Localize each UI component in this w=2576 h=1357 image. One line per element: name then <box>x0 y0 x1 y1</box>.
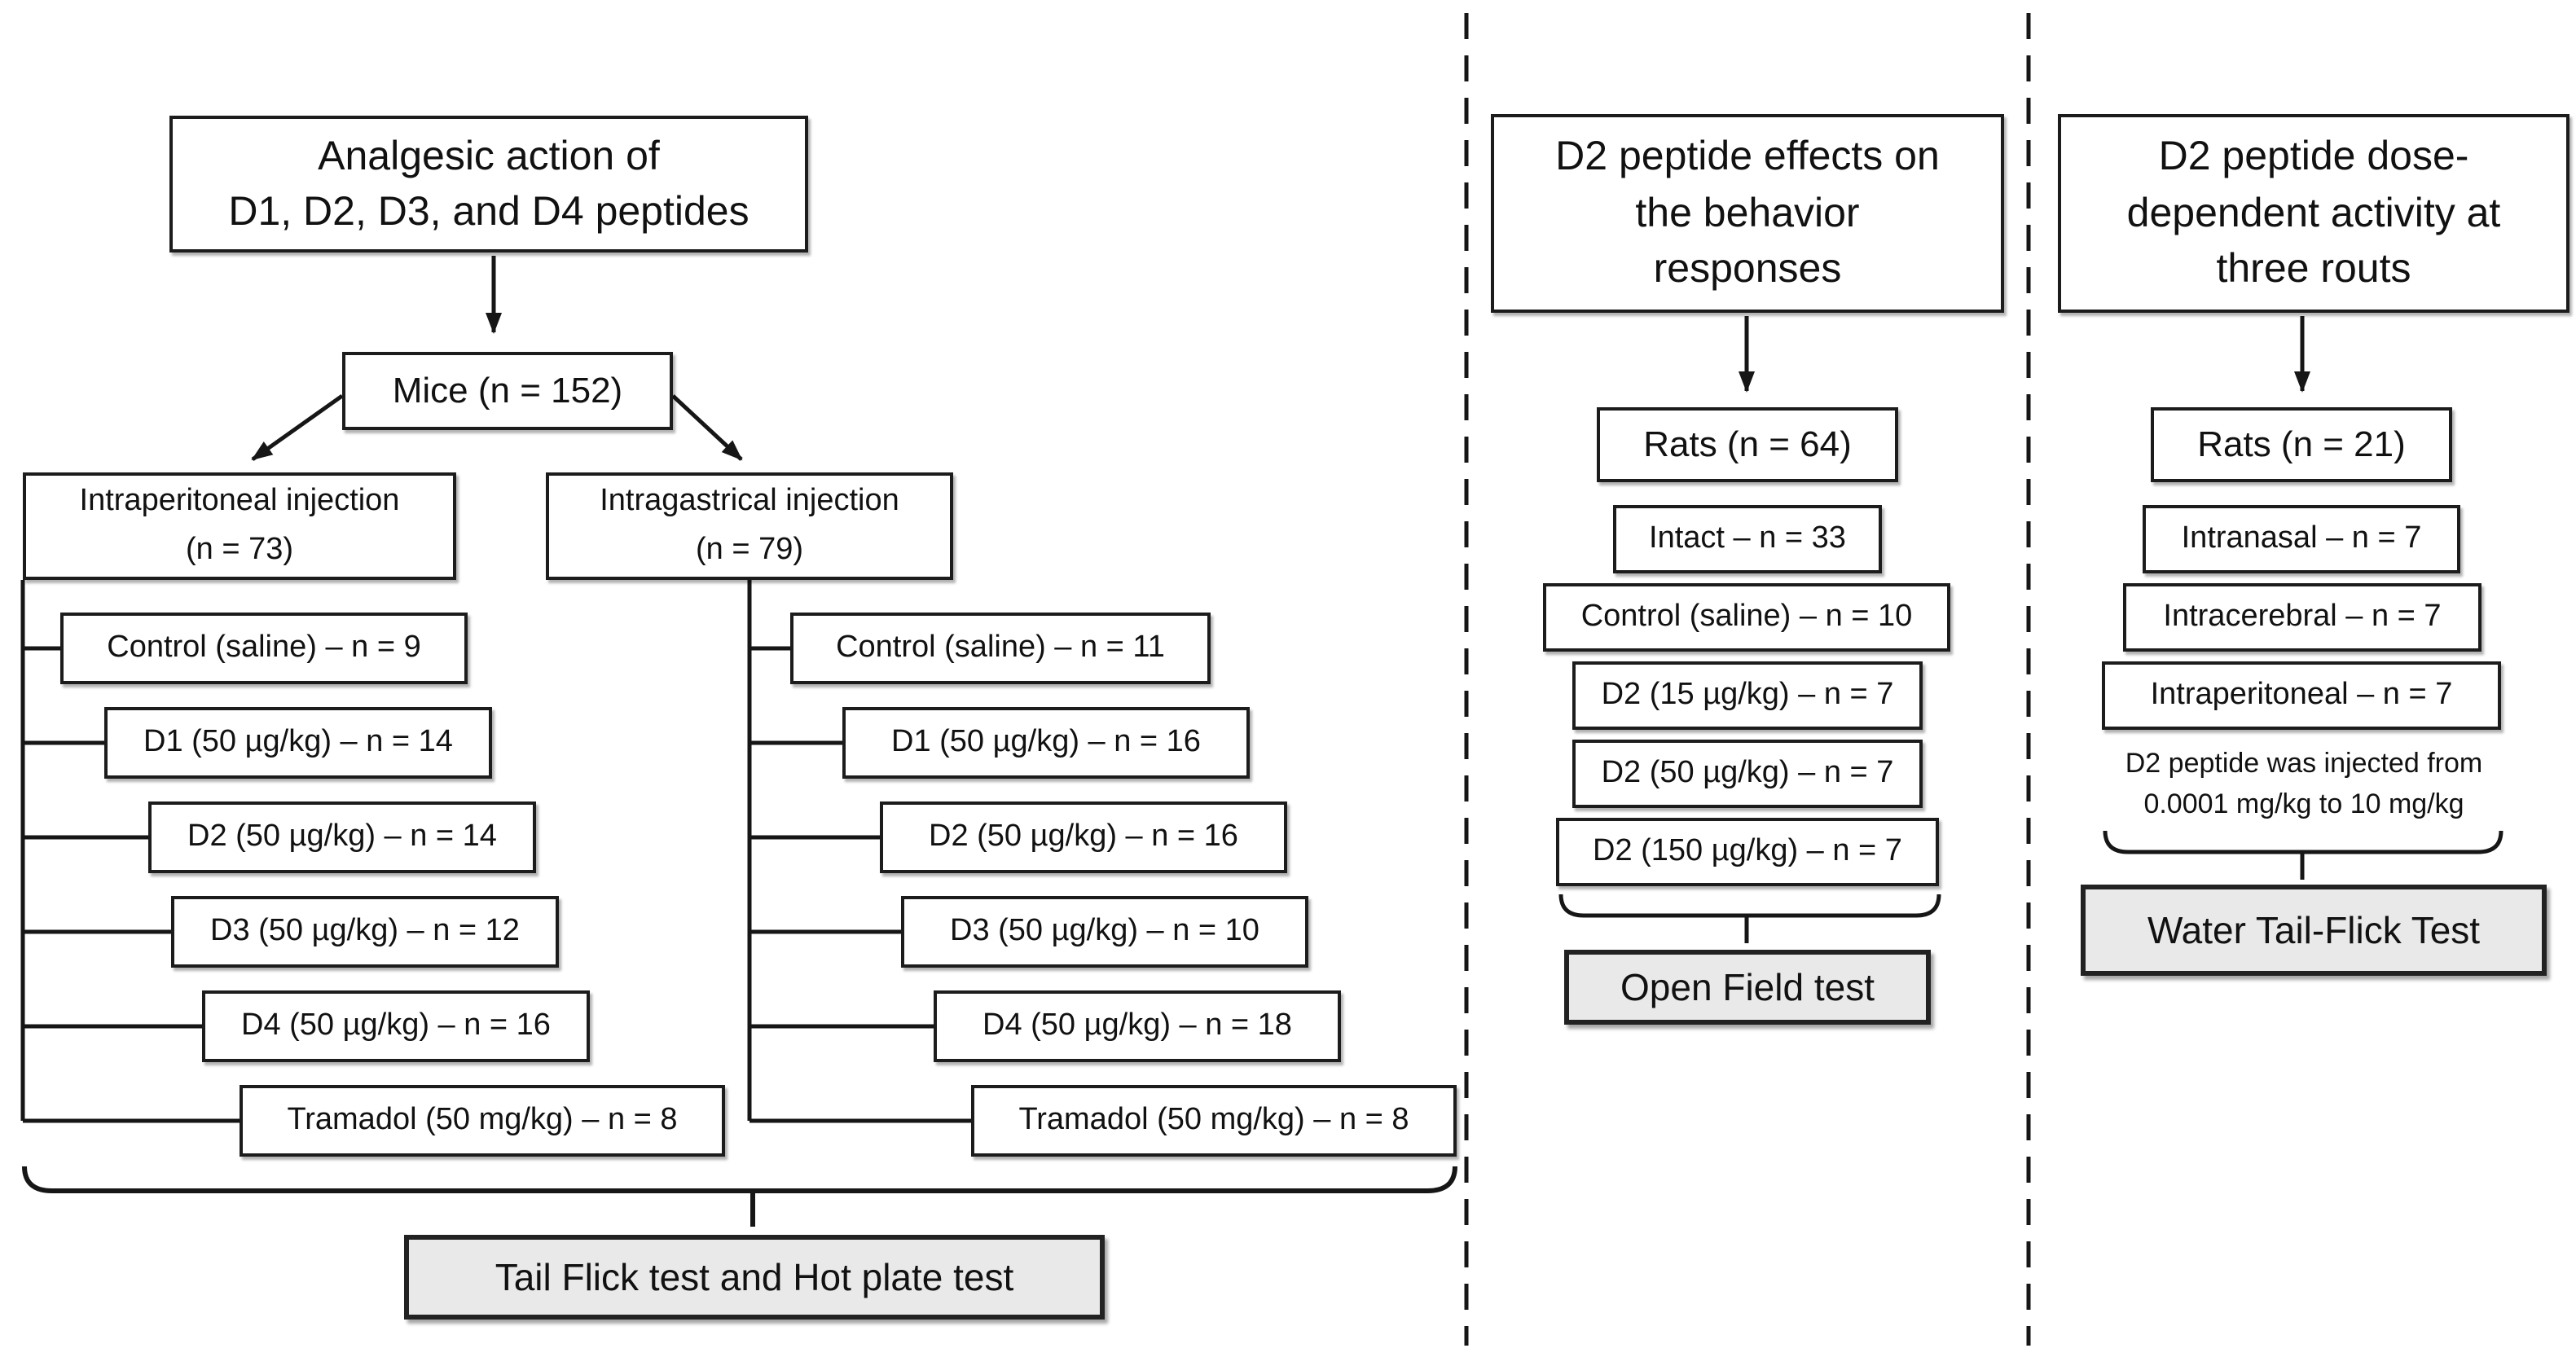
intraperitoneal-branch-box: Intraperitoneal injection (n = 73) <box>23 472 456 580</box>
group-box-ip-d1: D1 (50 µg/kg) – n = 14 <box>104 707 492 779</box>
group-label: Intracerebral – n = 7 <box>2163 599 2442 634</box>
right-title-line1: D2 peptide dose- <box>2158 134 2469 180</box>
tail-flick-hot-plate-outcome-box: Tail Flick test and Hot plate test <box>404 1235 1105 1320</box>
group-box-d2-15: D2 (15 µg/kg) – n = 7 <box>1572 661 1923 730</box>
water-tail-flick-outcome-box: Water Tail-Flick Test <box>2081 885 2547 976</box>
group-box-ig-d3: D3 (50 µg/kg) – n = 10 <box>901 896 1308 968</box>
rats21-population-box: Rats (n = 21) <box>2151 407 2452 482</box>
intraperitoneal-branch-line1: Intraperitoneal injection <box>79 483 400 518</box>
left-study-title-line2: D1, D2, D3, and D4 peptides <box>228 189 750 235</box>
group-label: Intact – n = 33 <box>1649 521 1846 556</box>
group-box-ig-d2: D2 (50 µg/kg) – n = 16 <box>880 801 1287 873</box>
tree-connector-intraperitoneal <box>20 580 240 1123</box>
brace-mice-groups <box>22 1166 1457 1227</box>
right-title-line2: dependent activity at <box>2126 190 2501 236</box>
group-label: Tramadol (50 mg/kg) – n = 8 <box>1018 1103 1409 1137</box>
dose-range-note: D2 peptide was injected from 0.0001 mg/k… <box>2082 744 2525 825</box>
dose-range-note-line1: D2 peptide was injected from <box>2125 748 2483 779</box>
group-box-intracerebral: Intracerebral – n = 7 <box>2123 583 2481 652</box>
dose-range-note-line2: 0.0001 mg/kg to 10 mg/kg <box>2143 788 2464 819</box>
group-label: D1 (50 µg/kg) – n = 14 <box>143 725 453 759</box>
group-box-intact: Intact – n = 33 <box>1613 505 1882 573</box>
intragastrical-branch-line1: Intragastrical injection <box>600 483 899 518</box>
group-box-intranasal: Intranasal – n = 7 <box>2143 505 2460 573</box>
group-label: D1 (50 µg/kg) – n = 16 <box>891 725 1201 759</box>
group-label: D3 (50 µg/kg) – n = 12 <box>210 914 520 948</box>
middle-title-line1: D2 peptide effects on <box>1555 134 1940 180</box>
group-box-mid-control: Control (saline) – n = 10 <box>1543 583 1950 652</box>
group-label: D2 (150 µg/kg) – n = 7 <box>1593 834 1902 868</box>
arrow-mice-to-intragastrical <box>671 394 743 461</box>
group-box-intraperitoneal-route: Intraperitoneal – n = 7 <box>2102 661 2501 730</box>
group-box-d2-150: D2 (150 µg/kg) – n = 7 <box>1556 818 1939 886</box>
group-label: Intranasal – n = 7 <box>2181 521 2422 556</box>
mice-population-label: Mice (n = 152) <box>392 370 623 411</box>
group-box-ig-control: Control (saline) – n = 11 <box>790 613 1211 684</box>
right-title-line3: three routs <box>2216 246 2411 292</box>
right-study-title-box: D2 peptide dose- dependent activity at t… <box>2058 114 2569 313</box>
arrow-mice-to-intraperitoneal <box>251 393 344 462</box>
group-label: D2 (50 µg/kg) – n = 14 <box>187 819 497 854</box>
left-study-title-box: Analgesic action of D1, D2, D3, and D4 p… <box>169 116 808 253</box>
rats64-label: Rats (n = 64) <box>1643 424 1852 464</box>
group-box-ig-tramadol: Tramadol (50 mg/kg) – n = 8 <box>971 1085 1457 1157</box>
group-label: D3 (50 µg/kg) – n = 10 <box>950 914 1259 948</box>
mice-population-box: Mice (n = 152) <box>342 352 673 430</box>
group-label: D2 (50 µg/kg) – n = 7 <box>1601 756 1894 790</box>
group-label: D2 (15 µg/kg) – n = 7 <box>1601 678 1894 712</box>
rats64-population-box: Rats (n = 64) <box>1597 407 1898 482</box>
group-label: D4 (50 µg/kg) – n = 18 <box>982 1008 1292 1043</box>
group-label: D4 (50 µg/kg) – n = 16 <box>241 1008 551 1043</box>
outcome-label: Tail Flick test and Hot plate test <box>495 1255 1014 1298</box>
group-box-ig-d1: D1 (50 µg/kg) – n = 16 <box>842 707 1250 779</box>
group-box-ip-d4: D4 (50 µg/kg) – n = 16 <box>202 990 590 1062</box>
group-box-ip-d3: D3 (50 µg/kg) – n = 12 <box>171 896 559 968</box>
left-study-title-line1: Analgesic action of <box>318 133 660 178</box>
outcome-label: Open Field test <box>1620 965 1875 1008</box>
group-label: Tramadol (50 mg/kg) – n = 8 <box>287 1103 678 1137</box>
open-field-outcome-box: Open Field test <box>1564 950 1931 1025</box>
group-label: D2 (50 µg/kg) – n = 16 <box>929 819 1238 854</box>
rats21-label: Rats (n = 21) <box>2197 424 2406 464</box>
middle-study-title-box: D2 peptide effects on the behavior respo… <box>1491 114 2004 313</box>
brace-rat-route-groups <box>2103 830 2503 880</box>
group-label: Intraperitoneal – n = 7 <box>2150 678 2453 712</box>
tree-connector-intragastrical <box>747 580 971 1123</box>
middle-title-line2: the behavior <box>1635 190 1860 236</box>
intragastrical-branch-box: Intragastrical injection (n = 79) <box>546 472 953 580</box>
middle-title-line3: responses <box>1653 246 1842 292</box>
intraperitoneal-branch-line2: (n = 73) <box>185 533 293 567</box>
group-label: Control (saline) – n = 10 <box>1580 599 1913 634</box>
brace-rat-behavior-groups <box>1558 894 1941 943</box>
group-box-ip-d2: D2 (50 µg/kg) – n = 14 <box>148 801 536 873</box>
intragastrical-branch-line2: (n = 79) <box>695 533 803 567</box>
group-box-d2-50: D2 (50 µg/kg) – n = 7 <box>1572 740 1923 808</box>
group-box-ip-control: Control (saline) – n = 9 <box>60 613 468 684</box>
group-label: Control (saline) – n = 11 <box>836 630 1165 665</box>
group-box-ig-d4: D4 (50 µg/kg) – n = 18 <box>934 990 1341 1062</box>
group-box-ip-tramadol: Tramadol (50 mg/kg) – n = 8 <box>240 1085 725 1157</box>
outcome-label: Water Tail-Flick Test <box>2147 908 2481 951</box>
group-label: Control (saline) – n = 9 <box>107 630 421 665</box>
